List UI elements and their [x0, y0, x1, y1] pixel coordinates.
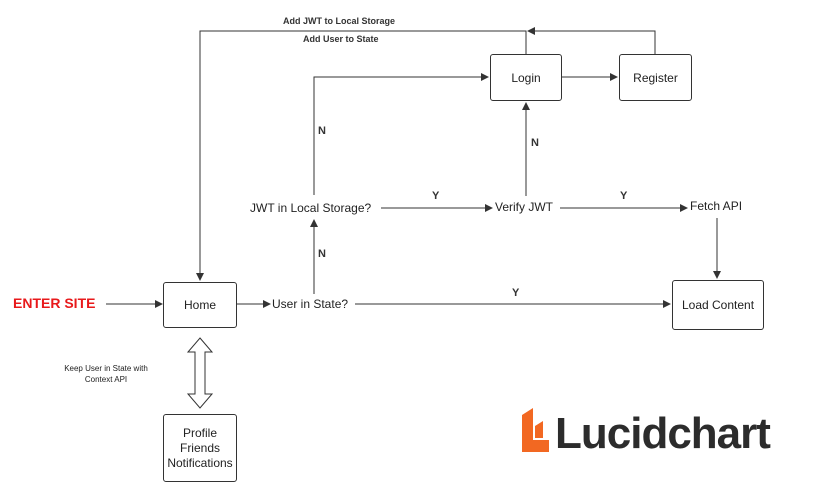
double-arrow-home-profile	[186, 337, 214, 409]
edge-register-to-login	[527, 27, 656, 54]
edge-label-state-to-load: Y	[512, 287, 520, 299]
load-content-box-label: Load Content	[681, 298, 755, 312]
lucidchart-logo-word: Lucidchart	[555, 409, 771, 458]
profile-friends-notifications-box: Profile Friends Notifications	[163, 414, 237, 482]
load-content-box: Load Content	[672, 280, 764, 330]
edge-label-storage-to-login: N	[318, 125, 326, 137]
enter-site-label: ENTER SITE	[13, 295, 96, 311]
edge-label-storage-to-verify: Y	[432, 190, 440, 202]
notifications-label: Notifications	[167, 455, 233, 470]
context-api-note-line-2: Context API	[84, 375, 128, 384]
jwt-in-local-storage-label: JWT in Local Storage?	[250, 201, 372, 215]
lucidchart-logo-icon	[522, 408, 549, 452]
edge-label-add-user: Add User to State	[303, 34, 379, 44]
login-box: Login	[490, 54, 562, 101]
edge-login-to-home	[196, 30, 527, 281]
edge-label-state-to-storage: N	[318, 248, 326, 260]
friends-label: Friends	[179, 440, 220, 455]
edge-label-verify-to-login: N	[531, 137, 539, 149]
lucidchart-logo: Lucidchart	[519, 409, 771, 458]
login-box-label: Login	[511, 70, 541, 85]
user-in-state-label: User in State?	[272, 297, 349, 311]
home-box: Home	[163, 282, 237, 328]
register-box: Register	[619, 54, 692, 101]
context-api-note: Keep User in State with Context API	[50, 363, 162, 385]
register-box-label: Register	[633, 70, 678, 85]
verify-jwt-label: Verify JWT	[495, 200, 554, 214]
edge-label-add-jwt: Add JWT to Local Storage	[283, 16, 396, 26]
home-box-label: Home	[183, 298, 216, 312]
context-api-note-line-1: Keep User in State with	[64, 364, 148, 373]
edge-label-verify-to-fetch: Y	[620, 190, 628, 202]
fetch-api-label: Fetch API	[690, 199, 743, 213]
profile-label: Profile	[182, 425, 217, 440]
edge-storage-to-login	[313, 73, 489, 195]
